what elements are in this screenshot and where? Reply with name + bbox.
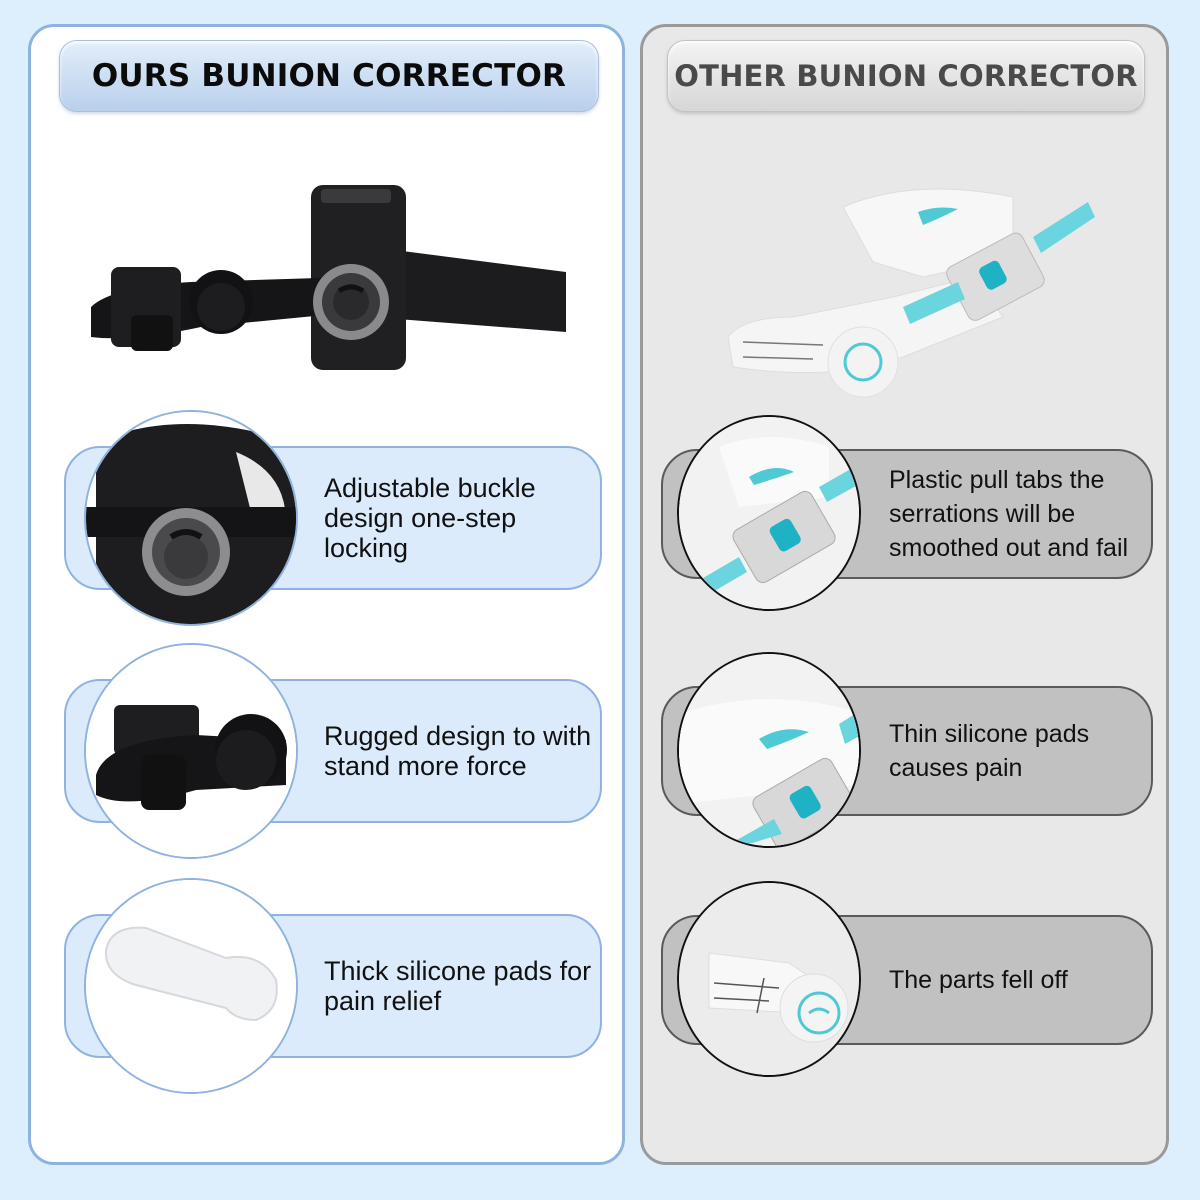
- dial-buckle-closeup-image: [84, 410, 298, 626]
- other-hero-image: [713, 167, 1113, 417]
- broken-hinge-closeup-image: [677, 881, 861, 1077]
- ours-title: OURS BUNION CORRECTOR: [59, 40, 599, 112]
- thin-pad-closeup-image: [677, 652, 861, 848]
- silicone-pad-closeup-image: [84, 878, 298, 1094]
- black-bunion-corrector-illustration: [91, 185, 566, 370]
- ours-feature-3-text: Thick silicone pads for pain relief: [324, 956, 592, 1016]
- other-feature-3-text: The parts fell off: [889, 966, 1068, 994]
- other-title: OTHER BUNION CORRECTOR: [667, 40, 1145, 112]
- other-feature-2-text: Thin silicone pads causes pain: [889, 720, 1090, 782]
- white-teal-bunion-corrector-illustration: [727, 188, 1095, 398]
- ours-panel: OURS BUNION CORRECTOR: [28, 24, 625, 1165]
- pull-tab-closeup-image: [677, 415, 861, 611]
- hinge-joint-closeup-image: [84, 643, 298, 859]
- other-panel: OTHER BUNION CORRECTOR: [640, 24, 1169, 1165]
- ours-hero-image: [71, 167, 581, 397]
- ours-feature-2-text: Rugged design to with stand more force: [324, 721, 592, 781]
- other-feature-1-text: Plastic pull tabs the serrations will be…: [889, 466, 1129, 562]
- ours-feature-1-text: Adjustable buckle design one-step lockin…: [324, 473, 536, 563]
